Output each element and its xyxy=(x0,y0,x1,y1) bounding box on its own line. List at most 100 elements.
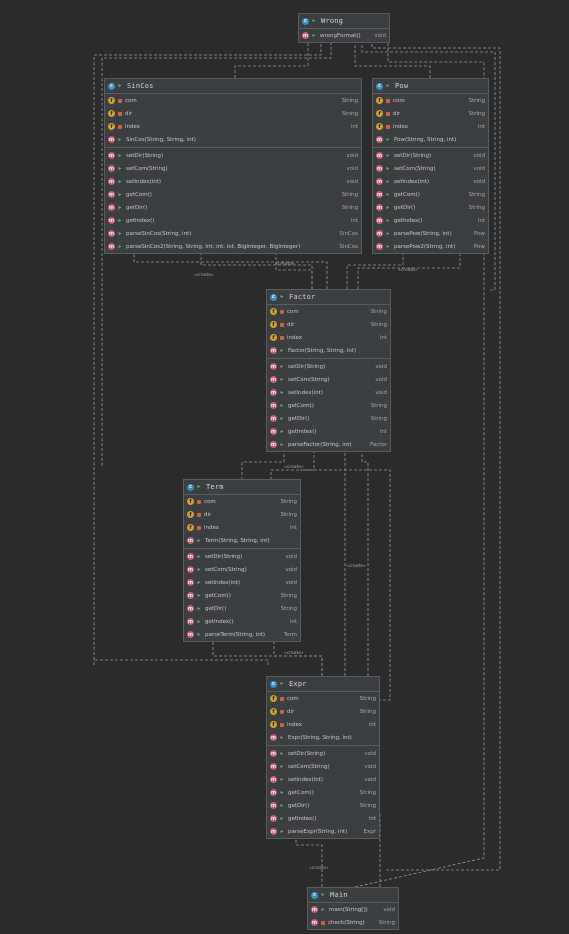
member-name: wrongFormat() xyxy=(320,32,361,39)
method-row[interactable]: m▸parseFactor(String, int)Factor xyxy=(267,438,390,451)
member-type: void xyxy=(374,32,386,39)
method-row[interactable]: m▸getIndex()int xyxy=(267,812,379,825)
method-row[interactable]: m▸getIndex()int xyxy=(267,425,390,438)
member-type: String xyxy=(359,695,376,702)
class-term-header[interactable]: c▸Term xyxy=(184,480,300,495)
private-icon xyxy=(118,111,122,116)
member-type: SinCos xyxy=(339,243,358,250)
method-row[interactable]: m▸setDir(String)void xyxy=(105,149,361,162)
method-row[interactable]: m▸setIndex(int)void xyxy=(373,175,488,188)
method-row[interactable]: m▸setDir(String)void xyxy=(373,149,488,162)
method-row[interactable]: m▸setIndex(int)void xyxy=(105,175,361,188)
class-pow-header[interactable]: c▸Pow xyxy=(373,79,488,94)
member-name: setIndex(int) xyxy=(288,776,324,783)
method-icon: m xyxy=(270,763,277,770)
member-name: setIndex(int) xyxy=(394,178,430,185)
method-row[interactable]: m▸Factor(String, String, int) xyxy=(267,344,390,357)
method-row[interactable]: m▸getCom()String xyxy=(105,188,361,201)
member-type: String xyxy=(359,802,376,809)
field-icon: f xyxy=(108,123,115,130)
method-row[interactable]: m▸getDir()String xyxy=(267,799,379,812)
method-row[interactable]: m▸setCom(String)void xyxy=(267,373,390,386)
public-icon: ▸ xyxy=(118,151,122,159)
method-row[interactable]: m▸parseSinCos2(String, String, int, int,… xyxy=(105,240,361,253)
method-row[interactable]: m▸setDir(String)void xyxy=(184,550,300,563)
member-type: int xyxy=(350,123,358,130)
member-type: int xyxy=(289,524,297,531)
member-name: Pow(String, String, int) xyxy=(394,136,457,143)
method-row[interactable]: m▸getIndex()int xyxy=(105,214,361,227)
member-type: int xyxy=(350,217,358,224)
class-expr-name: Expr xyxy=(289,680,307,688)
method-row[interactable]: m▸getDir()String xyxy=(373,201,488,214)
method-row[interactable]: m▸setCom(String)void xyxy=(184,563,300,576)
method-row[interactable]: m▸getDir()String xyxy=(105,201,361,214)
class-main-header[interactable]: c▸Main xyxy=(308,888,398,903)
method-row[interactable]: m▸Term(String, String, int) xyxy=(184,534,300,547)
class-sincos-header[interactable]: c▸SinCos xyxy=(105,79,361,94)
class-wrong-header[interactable]: c▸Wrong xyxy=(299,14,389,29)
method-row[interactable]: m▸setCom(String)void xyxy=(267,760,379,773)
member-type: Term xyxy=(283,631,297,638)
member-name: setCom(String) xyxy=(394,165,436,172)
method-icon: m xyxy=(270,376,277,383)
method-row[interactable]: m▸setCom(String)void xyxy=(105,162,361,175)
method-row[interactable]: m▸setDir(String)void xyxy=(267,360,390,373)
method-row[interactable]: m▸parsePow(String, int)Pow xyxy=(373,227,488,240)
method-row[interactable]: m▸setIndex(int)void xyxy=(184,576,300,589)
method-row[interactable]: m▸setIndex(int)void xyxy=(267,773,379,786)
method-row[interactable]: m▸getIndex()int xyxy=(373,214,488,227)
method-icon: m xyxy=(108,230,115,237)
public-icon: ▸ xyxy=(197,552,201,560)
method-row[interactable]: m▸getCom()String xyxy=(184,589,300,602)
method-icon: m xyxy=(270,828,277,835)
method-row[interactable]: m▸Pow(String, String, int) xyxy=(373,133,488,146)
method-row[interactable]: m▸getDir()String xyxy=(184,602,300,615)
method-row[interactable]: m▸getCom()String xyxy=(267,399,390,412)
class-expr-header[interactable]: c▸Expr xyxy=(267,677,379,692)
method-row[interactable]: m▸getCom()String xyxy=(267,786,379,799)
class-factor-header[interactable]: c▸Factor xyxy=(267,290,390,305)
class-term-name: Term xyxy=(206,483,224,491)
method-row[interactable]: m▸parseSinCos(String, int)SinCos xyxy=(105,227,361,240)
method-row[interactable]: m▸getCom()String xyxy=(373,188,488,201)
method-row[interactable]: m▸main(String[])void xyxy=(308,903,398,916)
method-row[interactable]: m▸SinCos(String, String, int) xyxy=(105,133,361,146)
method-row[interactable]: m▸Expr(String, String, int) xyxy=(267,731,379,744)
method-row[interactable]: m▸getIndex()int xyxy=(184,615,300,628)
method-row[interactable]: m▸parsePow2(String, int)Pow xyxy=(373,240,488,253)
field-icon: f xyxy=(108,110,115,117)
method-row[interactable]: m▸wrongFormat()void xyxy=(299,29,389,42)
method-row[interactable]: m▸getDir()String xyxy=(267,412,390,425)
method-row[interactable]: m▸setIndex(int)void xyxy=(267,386,390,399)
method-row[interactable]: m▸parseTerm(String, int)Term xyxy=(184,628,300,641)
method-row[interactable]: m▸setDir(String)void xyxy=(267,747,379,760)
field-icon: f xyxy=(376,110,383,117)
method-icon: m xyxy=(376,217,383,224)
method-row[interactable]: m▸parseExpr(String, int)Expr xyxy=(267,825,379,838)
method-row[interactable]: m▸setCom(String)void xyxy=(373,162,488,175)
